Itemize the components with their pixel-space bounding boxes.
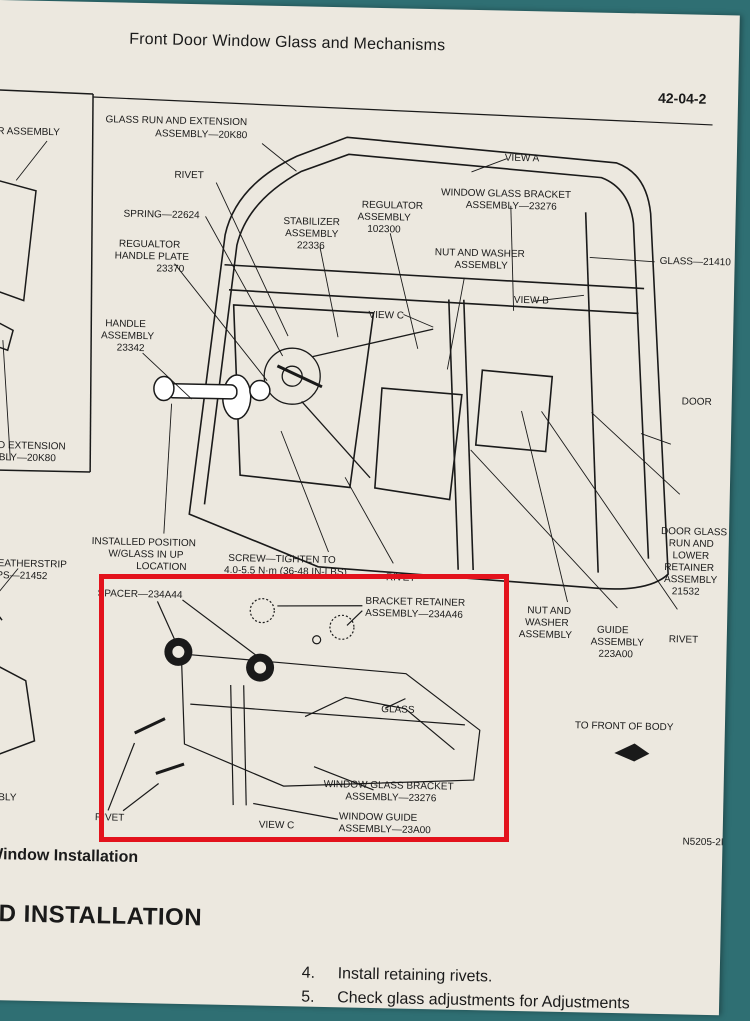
inset-parts — [107, 598, 481, 820]
label-door-glass-run: 21532 — [672, 586, 700, 598]
label-guide-assembly: 223A00 — [598, 649, 633, 661]
label-regulator-handle-plate: HANDLE PLATE — [115, 250, 190, 263]
label-nut-washer: WASHER — [525, 617, 569, 629]
step-number: 5. — [301, 988, 315, 1006]
label-glass-run-extension: ASSEMBLY—20K80 — [155, 128, 248, 141]
inset-label-window-glass-bracket: WINDOW GLASS BRACKET — [324, 779, 454, 793]
frame-line — [0, 469, 91, 473]
figure-code: N5205-2B — [682, 836, 728, 848]
label-glass-21410: GLASS—21410 — [660, 256, 732, 268]
spacer-washer-hole — [172, 645, 185, 658]
label-window-glass-bracket: ASSEMBLY—23276 — [466, 200, 558, 213]
door-mechanism-diagram: GLASS RUN AND EXTENSION ASSEMBLY—20K80 V… — [0, 89, 732, 848]
label-regulator-handle-plate: 23370 — [156, 263, 184, 275]
label-view-c: VIEW C — [368, 310, 404, 322]
label-left-weatherstrip: WEATHERSTRIP — [0, 558, 67, 571]
front-arrow-icon — [614, 743, 650, 762]
label-installed-position: W/GLASS IN UP — [108, 548, 184, 561]
label-stabilizer-assembly: ASSEMBLY — [285, 228, 339, 240]
label-installed-position: INSTALLED POSITION — [92, 536, 197, 549]
label-installed-position: LOCATION — [136, 561, 187, 573]
label-rivet: RIVET — [669, 634, 699, 646]
label-left-weatherstrip: LIPS—21452 — [0, 570, 48, 582]
door-outline — [188, 136, 669, 590]
label-stabilizer-assembly: STABILIZER — [283, 216, 340, 228]
inset-label-window-glass-bracket: ASSEMBLY—23276 — [345, 791, 437, 804]
label-door-glass-run: ASSEMBLY — [664, 574, 718, 586]
label-view-b: VIEW B — [514, 295, 550, 307]
frame-line — [89, 93, 94, 472]
spacer-washer-hole — [254, 661, 267, 674]
label-handle-assembly: ASSEMBLY — [101, 330, 155, 342]
label-guide-assembly: ASSEMBLY — [591, 637, 645, 649]
label-spring: SPRING—22624 — [123, 209, 200, 222]
label-nut-washer: ASSEMBLY — [519, 629, 573, 641]
inset-label-bracket-retainer: ASSEMBLY—234A46 — [365, 608, 463, 621]
label-door-glass-run: RUN AND — [669, 538, 714, 550]
label-regulator-handle-plate: REGUALTOR — [119, 239, 181, 251]
frame-line — [0, 89, 94, 95]
inset-label-view-c: VIEW C — [259, 820, 295, 832]
label-handle-assembly: 23342 — [117, 343, 145, 355]
window-crank-handle — [153, 374, 271, 420]
label-door-glass-run: LOWER — [672, 550, 709, 562]
label-nut-washer: ASSEMBLY — [454, 260, 508, 272]
regulator-mechanism — [263, 328, 434, 479]
label-handle-assembly: HANDLE — [105, 318, 146, 330]
inset-label-glass: GLASS — [381, 704, 415, 716]
inset-label-spacer: SPACER—234A44 — [97, 588, 183, 601]
label-nut-washer: NUT AND — [527, 605, 571, 617]
left-partial-drawing — [0, 179, 37, 761]
label-nut-washer: NUT AND WASHER — [435, 247, 525, 260]
inset-label-bracket-retainer: BRACKET RETAINER — [365, 596, 465, 609]
label-glass-run-extension: GLASS RUN AND EXTENSION — [105, 114, 247, 128]
label-view-a: VIEW A — [505, 153, 540, 165]
label-door: DOOR — [682, 396, 712, 408]
step-number: 4. — [301, 964, 316, 982]
inset-label-window-guide: WINDOW GUIDE — [339, 811, 418, 824]
label-regulator-assembly: ASSEMBLY — [357, 212, 411, 224]
procedure-steps: 4.Install retaining rivets. 5.Check glas… — [301, 965, 631, 1020]
inset-label-window-guide: ASSEMBLY—23A00 — [339, 823, 432, 836]
label-regulator-assembly: REGULATOR — [362, 200, 424, 212]
view-c-inset — [107, 598, 481, 820]
label-screw-tighten: SCREW—TIGHTEN TO — [228, 553, 336, 566]
label-stabilizer-assembly: 22336 — [297, 240, 325, 252]
label-guide-assembly: GUIDE — [597, 625, 629, 637]
label-window-glass-bracket: WINDOW GLASS BRACKET — [441, 187, 571, 201]
label-left-embly: EMBLY — [0, 792, 17, 804]
section-heading: ND INSTALLATION — [0, 899, 203, 932]
leader-lines — [0, 140, 681, 610]
label-rivet: RIVET — [174, 170, 204, 182]
label-left-assembly: R ASSEMBLY — [0, 126, 60, 138]
label-regulator-assembly: 102300 — [367, 224, 401, 236]
inset-label-rivet: RIVET — [95, 812, 125, 824]
frame-line — [92, 96, 713, 126]
label-left-extension: ND EXTENSION — [0, 440, 66, 453]
label-to-front-of-body: TO FRONT OF BODY — [575, 720, 674, 733]
label-door-glass-run: RETAINER — [664, 562, 714, 574]
red-highlight-box — [99, 574, 509, 842]
step-text: Install retaining rivets. — [337, 965, 493, 986]
label-door-glass-run: DOOR GLASS — [661, 526, 728, 538]
figure-caption: Window Installation — [0, 845, 139, 867]
label-left-extension: MBLY—20K80 — [0, 452, 56, 464]
